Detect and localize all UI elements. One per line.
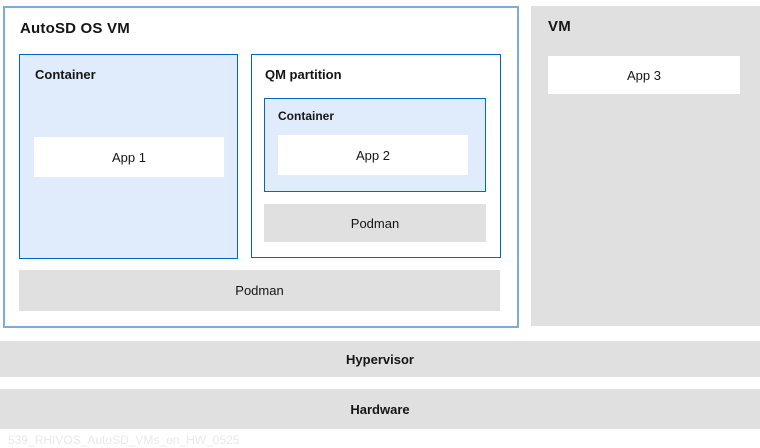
- qm-container-title: Container: [278, 109, 335, 123]
- diagram-caption: 539_RHIVOS_AutoSD_VMs_on_HW_0525: [8, 433, 240, 447]
- hardware-bar: Hardware: [0, 389, 760, 429]
- qm-partition-box: QM partition Container App 2 Podman: [251, 54, 501, 258]
- qm-container-box: Container App 2: [264, 98, 486, 192]
- hypervisor-bar: Hypervisor: [0, 341, 760, 377]
- app3-box: App 3: [548, 56, 740, 94]
- vm-box: VM App 3: [531, 6, 760, 326]
- app2-box: App 2: [278, 135, 468, 175]
- qm-partition-title: QM partition: [265, 67, 342, 82]
- container-left-title: Container: [35, 67, 96, 82]
- autosd-os-vm-title: AutoSD OS VM: [20, 20, 130, 37]
- autosd-os-vm-box: AutoSD OS VM Container App 1 QM partitio…: [3, 6, 519, 328]
- app1-box: App 1: [34, 137, 224, 177]
- autosd-podman-box: Podman: [19, 270, 500, 311]
- vm-title: VM: [548, 18, 571, 35]
- qm-podman-box: Podman: [264, 204, 486, 242]
- container-box-left: Container App 1: [19, 54, 238, 259]
